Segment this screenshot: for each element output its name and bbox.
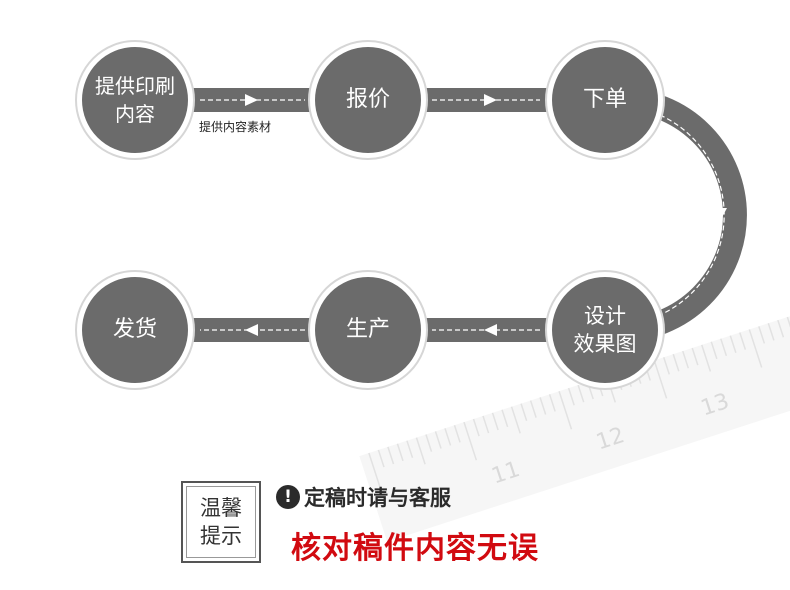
ruler-tick: [682, 350, 690, 369]
ruler-tick: [472, 418, 480, 437]
ruler-tick: [368, 452, 382, 492]
ruler-tick: [482, 415, 490, 434]
dash-order-design: [659, 114, 725, 316]
exclamation-circle-icon: !: [276, 485, 300, 509]
ruler-tick: [663, 357, 670, 375]
arrow-left-icon: [245, 324, 258, 336]
ruler-tick: [710, 341, 718, 360]
ruler-tick: [758, 326, 766, 344]
ruler-tick: [786, 316, 790, 335]
node-circle-design: [552, 277, 658, 383]
ruler-tick: [558, 390, 573, 430]
ruler-tick: [691, 347, 699, 366]
node-label-design: 设计 效果图: [573, 304, 637, 356]
ruler-tick: [748, 329, 763, 368]
arrow-right-icon: [245, 94, 258, 106]
ruler-tick: [701, 344, 712, 372]
ruler-tick: [387, 446, 395, 465]
tip-line1-text: 定稿时请与客服: [304, 486, 451, 510]
node-circle-produce: [315, 277, 421, 383]
edge-label-content-quote: 提供内容素材: [199, 120, 272, 134]
ruler-tick: [548, 394, 556, 412]
tip-line2: 核对稿件内容无误: [291, 531, 539, 566]
ruler-tick: [567, 387, 575, 406]
ruler-tick: [672, 353, 680, 372]
arrow-left-icon: [484, 324, 497, 336]
tip-box-label: 温馨 提示: [186, 486, 256, 558]
ruler-tick: [720, 338, 728, 357]
ruler-tick: [767, 323, 775, 341]
ruler-tick: [463, 421, 478, 461]
node-label-ship: 发货: [112, 317, 157, 342]
node-circle-quote: [315, 47, 421, 153]
arrowheads: [245, 94, 727, 336]
node-circle-order: [552, 47, 658, 153]
ruler-tick: [501, 409, 509, 428]
node-circles: [75, 40, 665, 390]
node-label-content: 提供印刷 内容: [95, 74, 175, 126]
arrow-right-icon: [484, 94, 497, 106]
ruler-tick: [377, 449, 385, 468]
node-circle-ship: [82, 277, 188, 383]
ruler-tick: [653, 360, 668, 399]
ruler-tick: [444, 428, 452, 446]
ruler-tick: [406, 440, 414, 459]
node-label-order: 下单: [582, 87, 627, 112]
ruler-tick: [396, 443, 404, 462]
ruler-tick: [510, 406, 521, 434]
node-circle-content: [82, 47, 188, 153]
ruler-tick: [520, 403, 528, 421]
ruler-tick: [453, 424, 461, 443]
node-label-quote: 报价: [345, 87, 390, 112]
ruler-tick: [415, 437, 426, 465]
node-label-produce: 生产: [345, 317, 390, 342]
ruler-tick: [777, 319, 785, 338]
ruler-body: [359, 307, 790, 542]
ruler-tick: [491, 412, 499, 431]
edge-order-design: [605, 88, 747, 342]
ruler-tick: [729, 335, 737, 353]
ruler-tick: [434, 431, 442, 449]
ruler-tick: [577, 384, 585, 403]
ruler-tick: [539, 397, 547, 415]
tip-box: 温馨 提示: [181, 481, 261, 563]
ruler-tick: [739, 332, 747, 350]
ruler-tick: [425, 434, 433, 452]
ruler-tick: [529, 400, 537, 418]
arrow-down-icon: [713, 208, 727, 221]
tip-line1: ! 定稿时请与客服: [276, 482, 451, 512]
